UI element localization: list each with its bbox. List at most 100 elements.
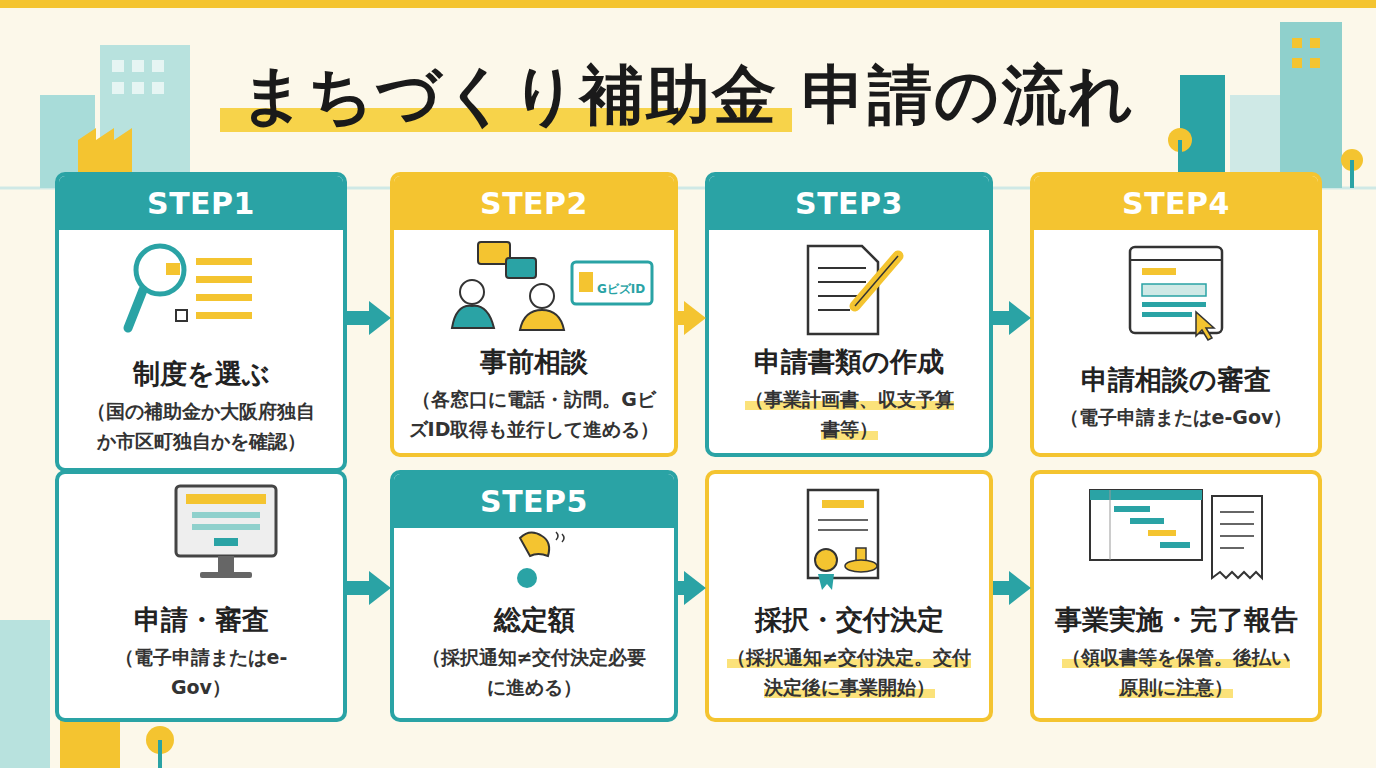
flow-arrow	[993, 581, 1010, 595]
decor-shape	[196, 258, 252, 265]
decor-shape	[856, 548, 866, 562]
decor-shape	[158, 740, 162, 768]
decor-shape	[572, 262, 652, 304]
step-note: （電子申請またはe-Gov）	[1060, 406, 1293, 428]
step-body: 制度を選ぶ （国の補助金か大阪府独自か市区町独自かを確認）	[59, 356, 343, 456]
decor-shape	[530, 284, 554, 308]
decor-shape	[1341, 149, 1363, 171]
decor-shape	[1110, 490, 1111, 560]
decor-shape	[520, 532, 549, 556]
decor-shape	[112, 60, 124, 72]
step-title-row: 事業実施・完了報告	[1038, 602, 1314, 637]
step-header: STEP2	[394, 176, 674, 230]
decor-shape	[1292, 38, 1302, 48]
flow-arrow	[347, 581, 370, 595]
step-box: STEP3 申請書類の作成 （事業計画書、収支予算書等）	[705, 172, 993, 457]
decor-shape	[1114, 506, 1150, 512]
decor-shape	[1160, 542, 1190, 548]
decor-shape	[1292, 58, 1302, 68]
step-title: 申請相談の審査	[1081, 364, 1271, 395]
step-header: STEP4	[1034, 176, 1318, 230]
step-title: 制度を選ぶ	[133, 358, 270, 389]
decor-shape	[1196, 312, 1214, 340]
step-note-row: （領収書等を保管。後払い原則に注意）	[1056, 643, 1296, 702]
decor-shape	[818, 519, 868, 521]
step-box: 申請・審査 （電子申請またはe-Gov）	[55, 470, 347, 722]
step-note-row: （電子申請またはe-Gov）	[86, 643, 316, 702]
decor-shape	[200, 572, 252, 578]
flow-arrow	[993, 311, 1010, 325]
decor-shape	[517, 568, 537, 588]
decor-shape	[1220, 535, 1254, 537]
decor-shape	[845, 560, 877, 572]
step-body: 総定額 （採択通知≠交付決定必要に進める）	[394, 602, 674, 702]
decor-shape	[176, 486, 276, 556]
step-title-row: 申請相談の審査	[1038, 362, 1314, 397]
certificate-icon	[808, 490, 878, 590]
decor-shape	[520, 310, 564, 330]
step-title-row: 申請書類の作成	[713, 344, 985, 379]
decor-shape	[1220, 511, 1254, 513]
step-note: （事業計画書、収支予算書等）	[745, 388, 954, 439]
step-box: 採択・交付決定（採択通知≠交付決定。交付決定後に事業開始）	[705, 470, 993, 722]
step-note: （国の補助金か大阪府独自か市区町独自かを確認）	[87, 400, 315, 451]
decor-shape	[192, 512, 260, 518]
step-title-row: 申請・審査	[63, 602, 339, 637]
decor-shape	[452, 306, 494, 328]
step-body: 事前相談（各窓口に電話・訪問。GビズID取得も並行して進める）	[394, 344, 674, 444]
top-strip	[0, 0, 1376, 8]
decor-shape	[152, 82, 164, 94]
decor-shape	[1220, 547, 1244, 549]
decor-shape	[196, 294, 252, 301]
step-title-row: 事前相談	[398, 344, 670, 379]
decor-shape	[478, 242, 510, 264]
decor-shape	[808, 490, 878, 578]
decor-shape	[818, 309, 850, 311]
step-note-row: （採択通知≠交付決定必要に進める）	[414, 643, 654, 702]
decor-shape	[1090, 490, 1202, 500]
decor-shape	[818, 267, 866, 269]
flow-arrow	[678, 581, 685, 595]
step-title: 採択・交付決定	[755, 604, 944, 635]
step-title: 総定額	[494, 604, 575, 635]
amount-icon	[517, 532, 564, 588]
decor-shape	[855, 256, 898, 306]
decor-shape	[1142, 302, 1206, 307]
step-title-row: 総定額	[398, 602, 670, 637]
step-note-row: （事業計画書、収支予算書等）	[739, 385, 959, 444]
decor-shape	[1142, 312, 1192, 317]
decor-shape	[556, 532, 564, 542]
step-title: 事業実施・完了報告	[1055, 604, 1298, 635]
decor-shape	[1090, 490, 1202, 560]
decor-shape	[822, 500, 864, 508]
decor-shape	[818, 295, 866, 297]
diagram-title: まちづくり補助金 申請の流れ	[0, 52, 1376, 139]
flow-arrow	[347, 311, 370, 325]
consultation-icon	[452, 242, 652, 330]
decor-shape	[1310, 38, 1320, 48]
decor-shape	[818, 529, 868, 531]
decor-shape	[815, 549, 837, 571]
step-note-row: （国の補助金か大阪府独自か市区町独自かを確認）	[81, 397, 321, 456]
step-body: 事業実施・完了報告 （領収書等を保管。後払い原則に注意）	[1034, 602, 1318, 702]
step-box: STEP2 事前相談（各窓口に電話・訪問。GビズID取得も並行して進める）	[390, 172, 678, 457]
card-label: GビズID	[597, 281, 645, 298]
step-body: 申請相談の審査 （電子申請またはe-Gov）	[1034, 362, 1318, 433]
decor-shape	[1142, 284, 1206, 296]
decor-shape	[176, 310, 187, 321]
decor-shape	[146, 726, 174, 754]
step-body: 採択・交付決定（採択通知≠交付決定。交付決定後に事業開始）	[709, 602, 989, 702]
step-body: 申請・審査 （電子申請またはe-Gov）	[59, 602, 343, 702]
decor-shape	[166, 263, 180, 275]
step-box: 事業実施・完了報告 （領収書等を保管。後払い原則に注意）	[1030, 470, 1322, 722]
decor-shape	[192, 524, 260, 530]
decor-shape	[186, 494, 266, 504]
step-note: （電子申請またはe-Gov）	[115, 646, 288, 697]
step-box: STEP5総定額（採択通知≠交付決定必要に進める）	[390, 470, 678, 722]
decor-shape	[818, 281, 866, 283]
step-header: STEP3	[709, 176, 989, 230]
schedule-icon	[1090, 490, 1262, 578]
